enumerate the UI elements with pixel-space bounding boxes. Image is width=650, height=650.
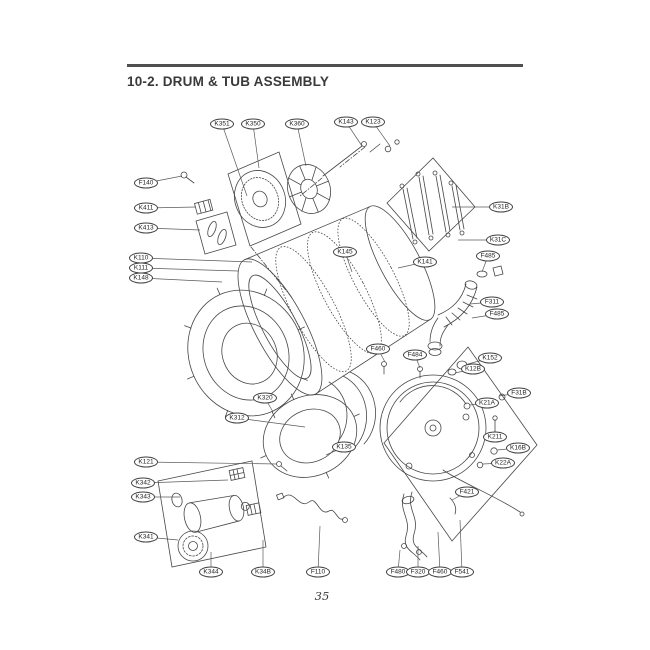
page-number: 35 — [314, 589, 330, 603]
section-title: 10-2. DRUM & TUB ASSEMBLY — [127, 74, 330, 89]
header-rule — [127, 64, 523, 67]
